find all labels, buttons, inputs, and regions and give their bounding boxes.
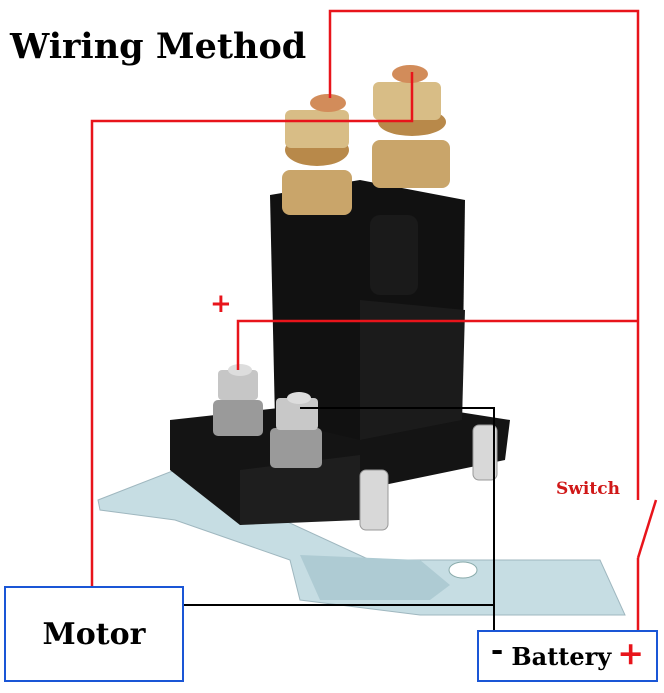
small-terminal-ground xyxy=(270,392,322,468)
small-terminal-control xyxy=(213,364,263,436)
motor-box: Motor xyxy=(4,586,184,682)
large-terminal-left xyxy=(282,94,352,215)
battery-box: - Battery + xyxy=(477,630,658,682)
wire-control-positive xyxy=(236,319,638,370)
battery-negative-sign: - xyxy=(490,632,504,668)
control-positive-label: + xyxy=(210,289,232,319)
switch-label: Switch xyxy=(556,479,620,499)
wire-ground-terminal-to-battery xyxy=(300,407,495,630)
large-terminal-right xyxy=(372,65,450,188)
wire-relay-to-motor xyxy=(90,72,414,586)
battery-positive-sign: + xyxy=(617,634,645,672)
switch-lever xyxy=(636,499,658,559)
battery-label: Battery xyxy=(511,641,612,671)
wire-battery-positive-to-relay-top xyxy=(328,9,640,500)
solenoid-relay xyxy=(97,65,626,616)
motor-label: Motor xyxy=(42,616,146,652)
diagram-title: Wiring Method xyxy=(10,26,307,67)
